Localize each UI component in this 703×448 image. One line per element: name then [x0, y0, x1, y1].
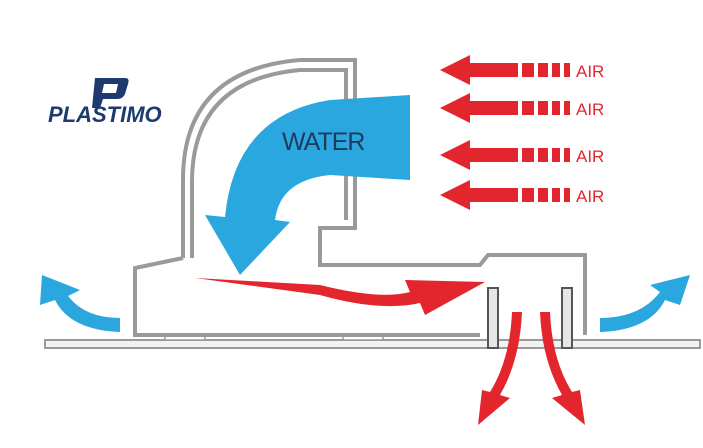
plastimo-logo: PLASTIMO	[48, 78, 162, 127]
vent-housing	[133, 58, 587, 337]
air-arrow-2	[440, 93, 570, 123]
water-label: WATER	[282, 128, 365, 156]
air-label-3: AIR	[576, 147, 604, 166]
water-exit-left-arrow	[40, 275, 120, 332]
deck-plate	[44, 339, 701, 349]
air-arrows	[440, 55, 570, 210]
air-exit-left-arrow	[478, 312, 522, 425]
air-arrow-4	[440, 180, 570, 210]
water-flow-arrow: WATER	[205, 95, 410, 275]
water-exit-right-arrow	[600, 275, 690, 332]
air-label-2: AIR	[576, 100, 604, 119]
air-label-4: AIR	[576, 187, 604, 206]
air-label-1: AIR	[576, 62, 604, 81]
air-exit-right-arrow	[540, 312, 585, 425]
air-arrow-1	[440, 55, 570, 85]
drain-pipes	[487, 287, 573, 349]
air-arrow-3	[440, 140, 570, 170]
air-internal-flow-arrow	[195, 278, 485, 315]
logo-text: PLASTIMO	[48, 102, 162, 127]
